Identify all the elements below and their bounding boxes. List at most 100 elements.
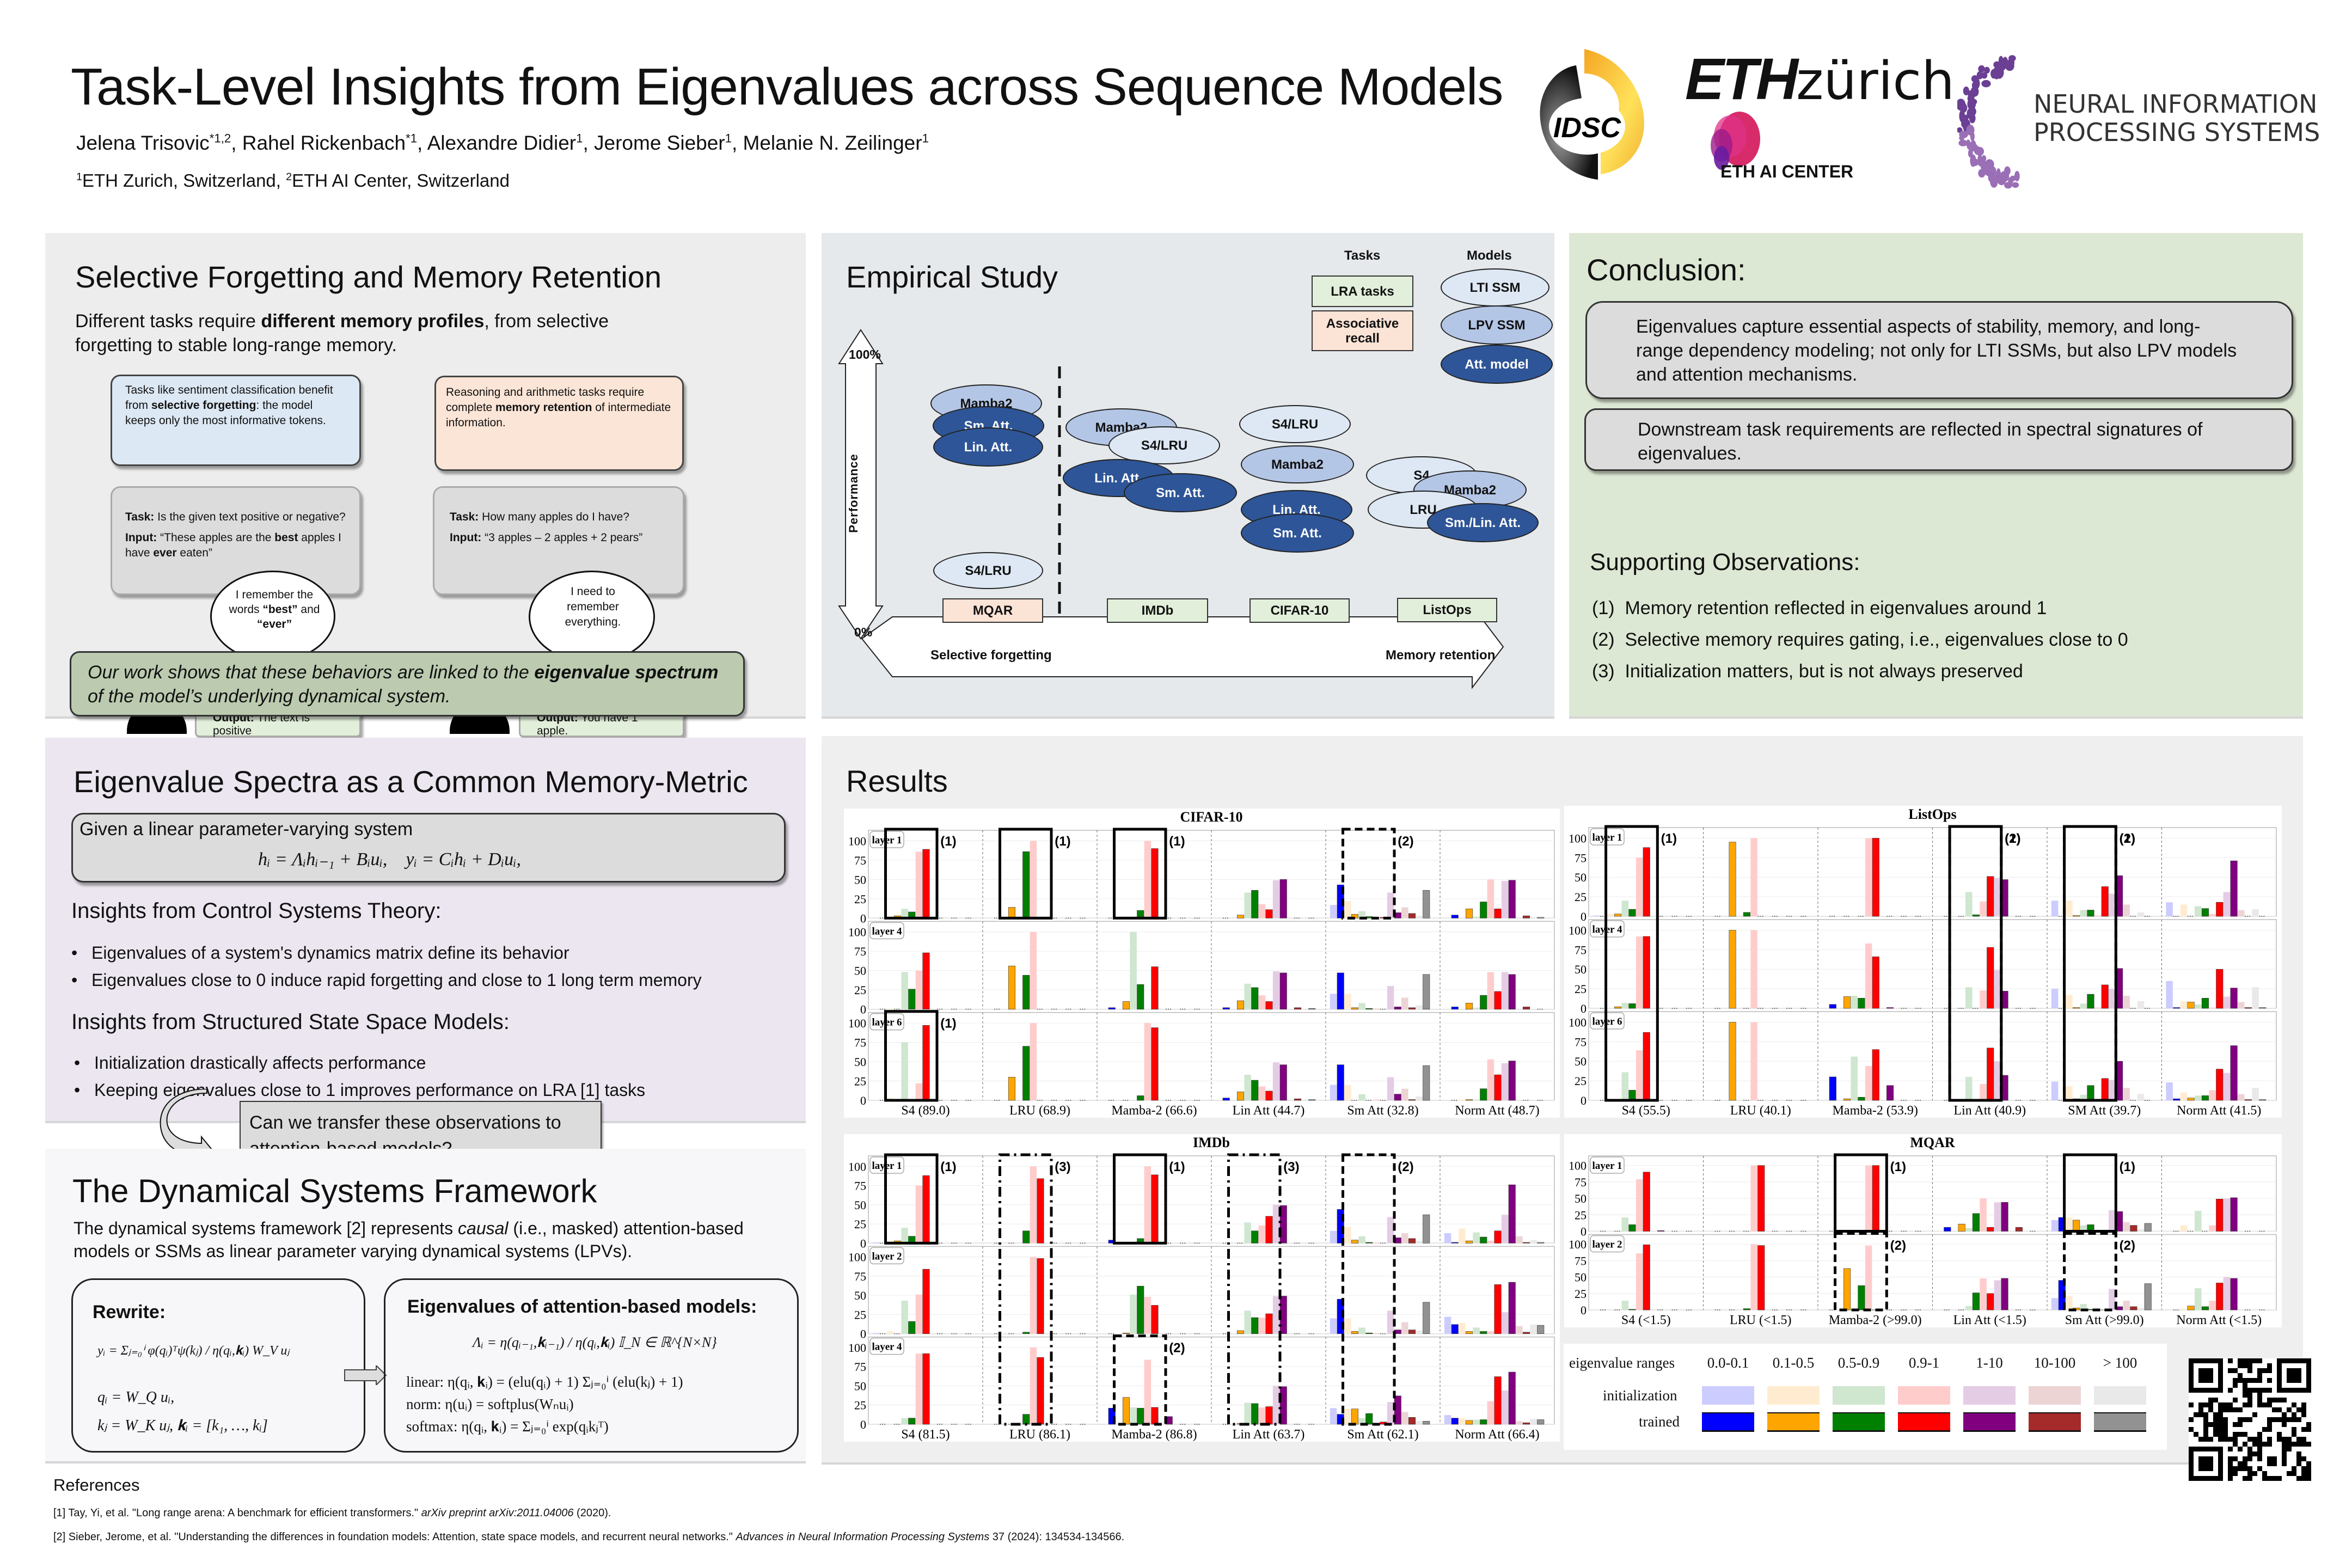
bar-init [1272,1204,1280,1244]
bar-init [1244,1222,1251,1244]
bar-init [1980,1083,1987,1100]
forgetting-description-box: Tasks like sentiment classification bene… [111,375,361,466]
section-title: Selective Forgetting and Memory Retentio… [75,260,661,294]
bar-trained [1022,1230,1030,1244]
bar-trained [1108,1007,1116,1009]
bar-init [1636,857,1643,916]
bar-trained [1265,1001,1273,1009]
bar-trained [1137,1095,1144,1101]
bar-trained [1628,1090,1636,1101]
bar-init [2252,987,2259,1008]
x-tick-label: Mamba-2 (66.6) [1111,1104,1197,1118]
bar-trained [1628,909,1636,917]
bar-trained [1394,1007,1401,1009]
references-title: References [53,1475,140,1494]
bar-trained [1987,1293,1994,1310]
bar-trained [1236,915,1245,918]
y-tick-label: 75 [854,945,866,958]
qr-code[interactable] [2189,1358,2311,1481]
bar-init [2123,904,2130,916]
bar-init [1621,1002,1629,1008]
x-tick-label: Sm Att (62.1) [1347,1428,1418,1442]
bar-init [1030,932,1037,1009]
task-imdb: IMDb [1107,598,1208,623]
bar-trained [2144,1283,2152,1310]
annotation-box [884,828,939,920]
performance-arrow [838,329,884,640]
bar-trained [1251,890,1259,918]
model-sm-lin-att: Sm./Lin. Att. [1427,503,1539,542]
bar-trained [1657,1230,1665,1232]
x-tick-label: Sm Att (32.8) [1347,1104,1418,1118]
legend-swatch-trained [1963,1412,2016,1432]
rewrite-equation: kⱼ = W_K uⱼ, 𝐤ᵢ = [k₁, …, kᵢ] [97,1417,268,1434]
x-tick-label: Lin Att (<1.5) [1953,1313,2026,1327]
bar-init [1401,997,1408,1009]
annotation-box [2063,1153,2117,1233]
poster-title: Task-Level Insights from Eigenvalues acr… [71,58,1503,116]
bar-init [1130,932,1137,1009]
y-tick-label: 100 [848,1251,866,1264]
bar-init [2195,906,2202,916]
y-tick-label: 100 [848,1160,866,1173]
bar-init [2109,893,2116,916]
eta-linear: linear: η(qᵢ, 𝐤ᵢ) = (elu(qᵢ) + 1) Σⱼ₌₀ⁱ … [406,1374,683,1390]
bar-trained [1628,1309,1636,1310]
bar-trained [1236,1092,1245,1101]
bar-init [1965,1076,1973,1100]
conclusion-panel: Conclusion: Eigenvalues capture essentia… [1569,233,2303,719]
bar-init [1258,904,1266,918]
bar-init [1501,1215,1509,1244]
bar-trained [1643,1172,1650,1232]
bar-trained [922,1353,930,1425]
bar-init [2123,1301,2130,1310]
bar-init [1473,1007,1480,1009]
bar-trained [1451,1007,1459,1009]
bar-init [2195,1288,2202,1310]
bar-init [1030,1347,1037,1424]
bar-trained [1643,936,1650,1009]
bar-init [1144,1023,1152,1100]
bar-init [1330,1408,1337,1424]
annotation-box [1834,1232,1888,1312]
bar-trained [1423,1065,1430,1101]
bar-trained [1494,991,1502,1009]
bar-trained [1508,880,1516,918]
bar-trained [922,1269,930,1334]
y-tick-label: 75 [854,854,866,867]
legend-task-associative: Associative recall [1312,310,1413,351]
annotation-label: (3) [1283,1160,1299,1174]
bar-init [1487,1241,1494,1244]
model-s4-lru: S4/LRU [1108,426,1220,464]
bar-trained [1279,879,1287,918]
bar-trained [2201,1095,2209,1101]
bar-init [2066,995,2073,1008]
legend-range-label: > 100 [2103,1355,2137,1371]
bar-init [1272,1062,1280,1100]
y-tick-label: 25 [1575,982,1587,996]
bar-trained [1987,876,1994,917]
bar-init [1244,1075,1251,1100]
thought-bubble: I need to remember everything. [529,571,655,663]
bar-init [1516,1421,1523,1424]
bar-init [1473,1327,1480,1334]
bar-init [1330,905,1337,918]
bar-init [1865,1165,1872,1232]
bar-trained [1423,890,1430,918]
bar-init [1272,1386,1280,1424]
bar-init [2166,981,2173,1008]
bar-init [2051,1220,2059,1232]
y-tick-label: 0 [1581,1303,1587,1317]
x-tick-label: Norm Att (41.5) [2177,1104,2261,1118]
bar-trained [1872,1049,1879,1101]
bar-trained [2216,1283,2224,1310]
bar-init [2209,1301,2216,1310]
bar-trained [1643,847,1650,917]
bar-trained [2101,984,2109,1009]
y-tick-label: 0 [860,1236,866,1250]
bar-trained [1137,984,1144,1009]
x-tick-label: S4 (55.5) [1622,1104,1670,1118]
bar-init [1387,892,1394,918]
x-tick-label: LRU (68.9) [1009,1104,1070,1118]
